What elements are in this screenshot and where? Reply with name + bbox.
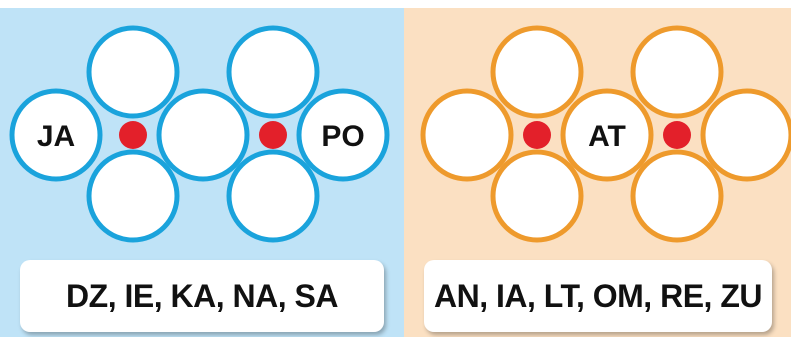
circle-letter-label: AT <box>588 120 626 153</box>
puzzle-panel-right: AT AN, IA, LT, OM, RE, ZU <box>404 8 791 337</box>
circle-grid-right: AT <box>420 25 791 243</box>
puzzle-circle[interactable] <box>490 25 584 119</box>
puzzle-circle[interactable] <box>490 149 584 243</box>
puzzle-panel-left: JA PO DZ, IE, KA, NA, SA <box>0 8 404 337</box>
red-dot-marker <box>119 121 147 149</box>
puzzle-circle[interactable] <box>630 149 724 243</box>
circle-ring-group: AT <box>420 25 791 243</box>
puzzle-circle[interactable] <box>630 25 724 119</box>
answer-box-left: DZ, IE, KA, NA, SA <box>20 260 384 332</box>
puzzle-circle[interactable] <box>226 149 320 243</box>
red-dot-marker <box>523 121 551 149</box>
circle-letter-label: PO <box>321 120 364 153</box>
answer-box-right: AN, IA, LT, OM, RE, ZU <box>424 260 772 332</box>
puzzle-circle[interactable] <box>86 149 180 243</box>
puzzle-circle[interactable] <box>560 88 654 182</box>
puzzle-circle[interactable] <box>156 88 250 182</box>
puzzle-circle[interactable] <box>420 88 514 182</box>
puzzle-circle[interactable] <box>296 88 390 182</box>
puzzle-circle[interactable] <box>86 25 180 119</box>
puzzle-circle[interactable] <box>9 88 103 182</box>
circle-grid-left: JA PO <box>9 25 390 243</box>
puzzle-circle[interactable] <box>226 25 320 119</box>
circle-ring-group: JA PO <box>9 25 390 243</box>
answer-text-left: DZ, IE, KA, NA, SA <box>66 277 338 314</box>
circle-letter-label: JA <box>37 120 75 153</box>
puzzle-circle[interactable] <box>700 88 791 182</box>
red-dot-marker <box>663 121 691 149</box>
answer-text-right: AN, IA, LT, OM, RE, ZU <box>434 277 762 314</box>
red-dot-marker <box>259 121 287 149</box>
